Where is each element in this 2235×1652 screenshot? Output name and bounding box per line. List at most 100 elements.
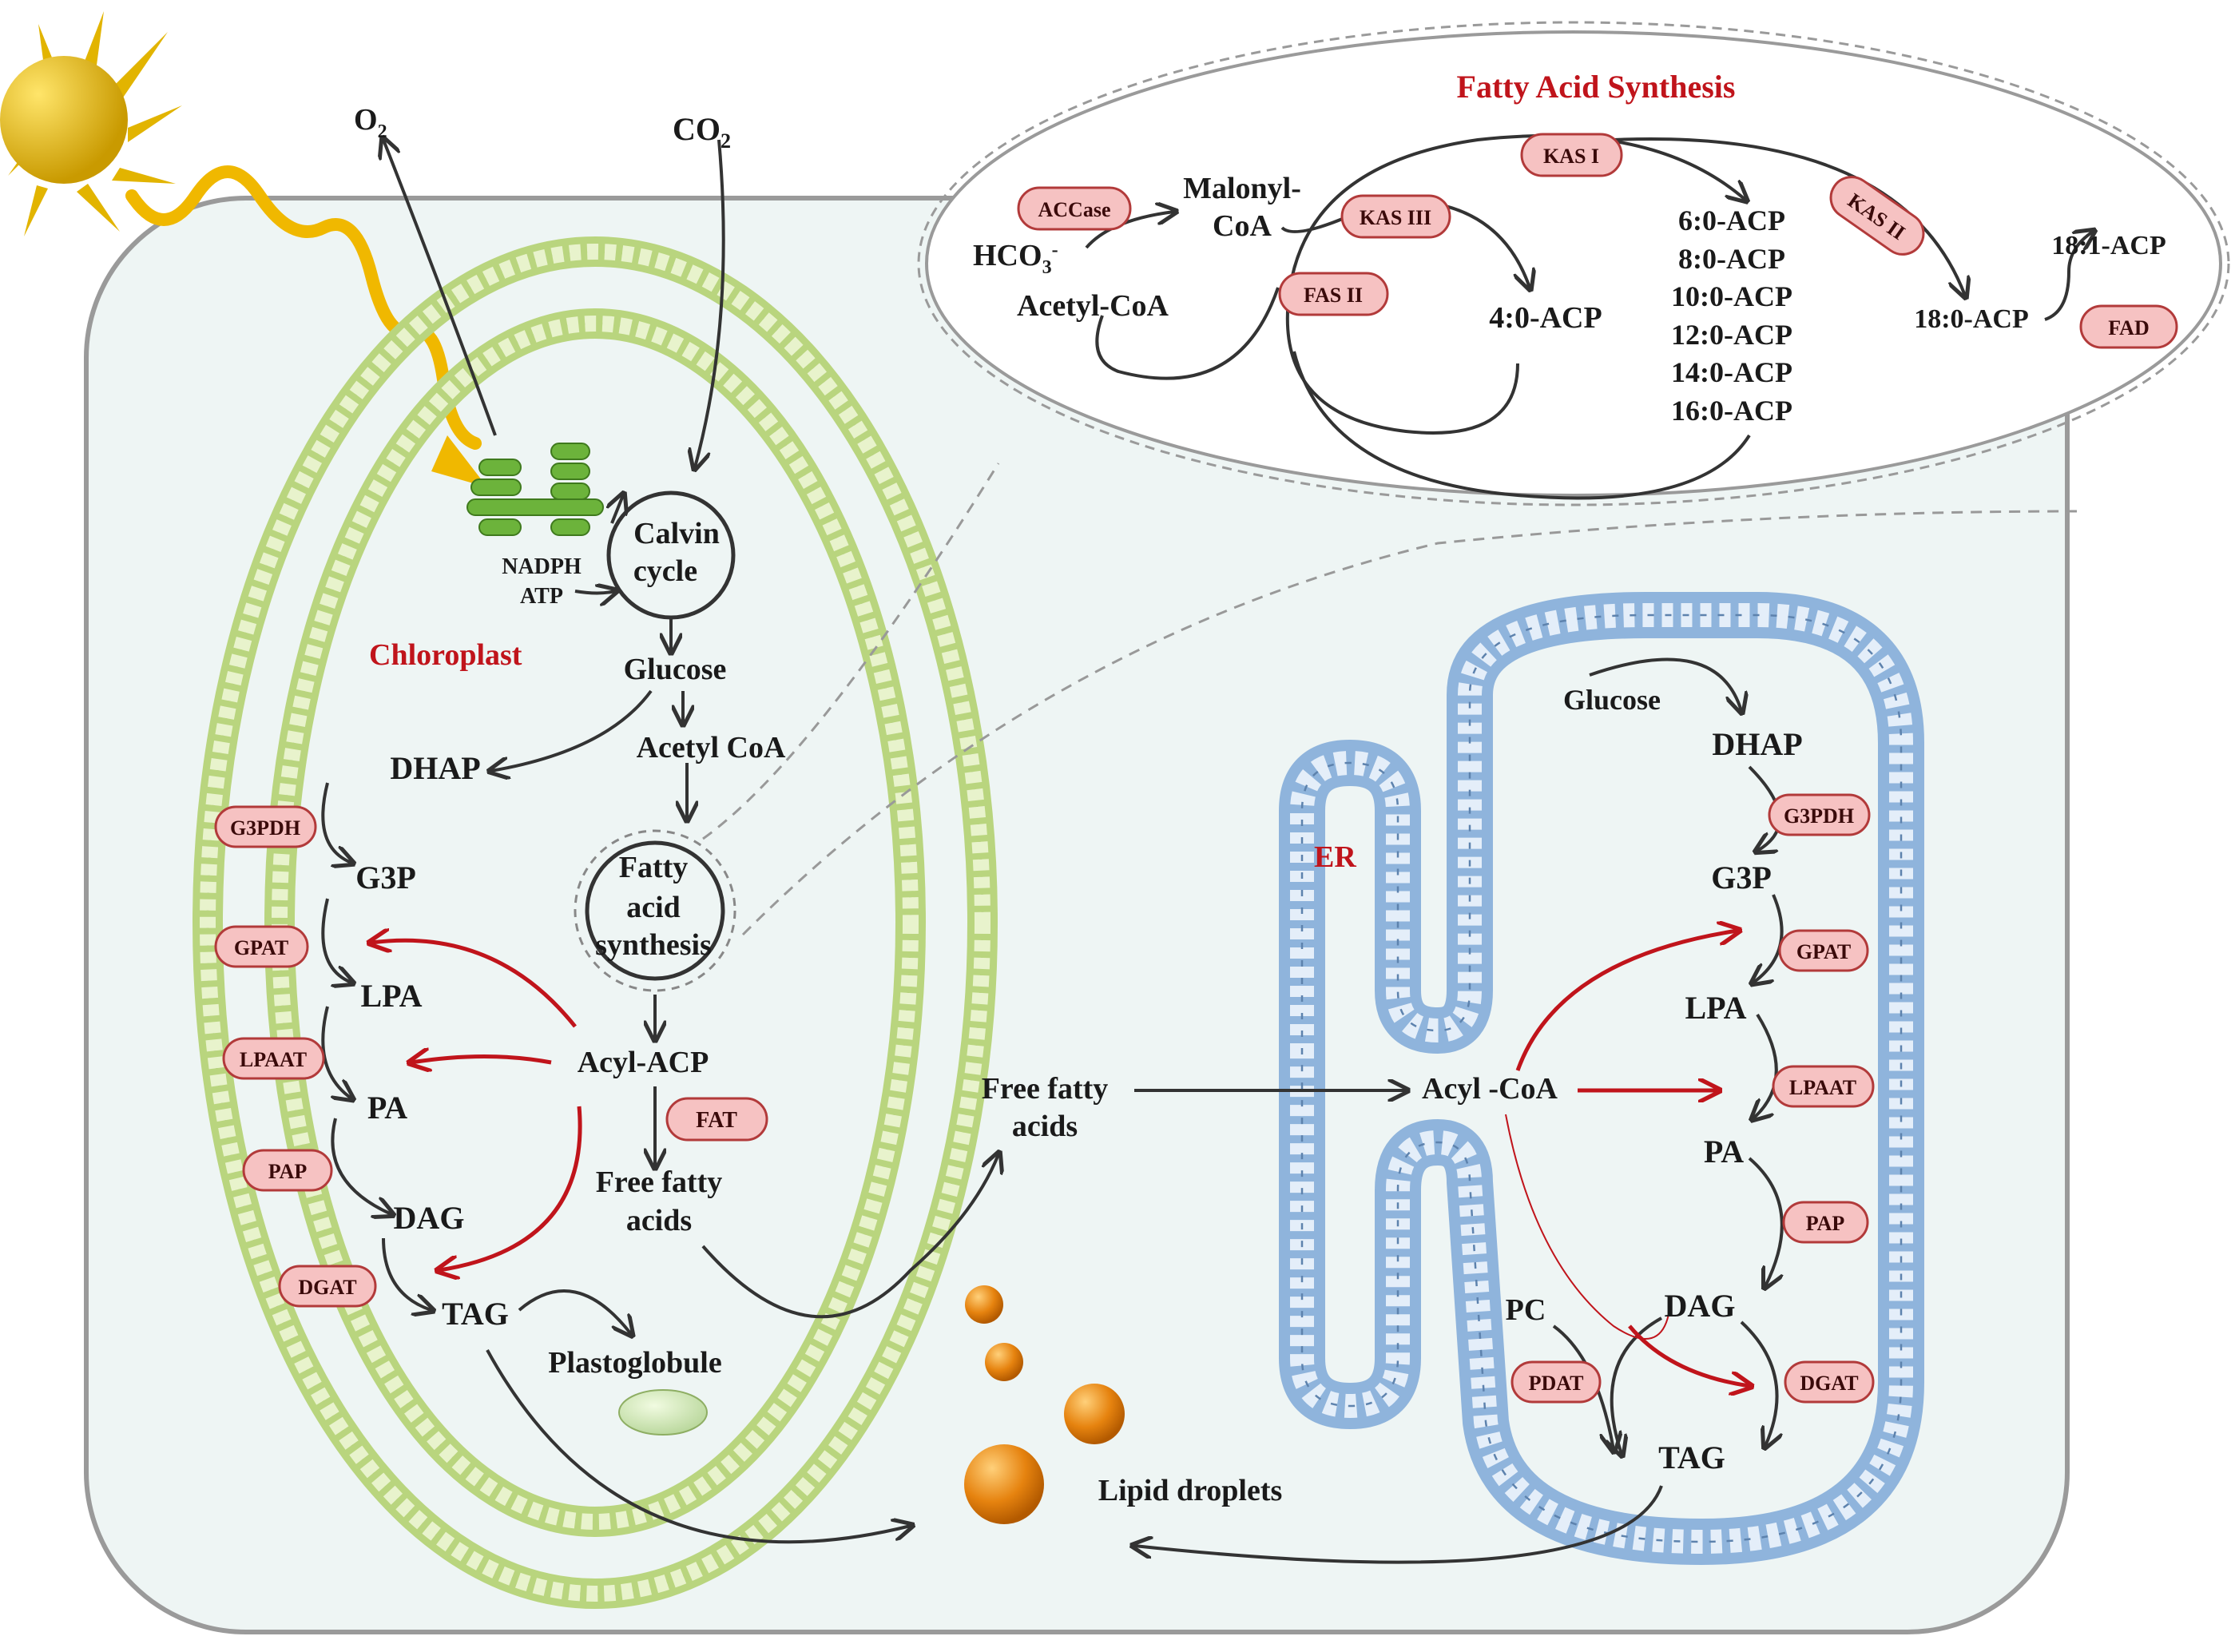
er-membrane bbox=[1279, 592, 1924, 1565]
er-glucose: Glucose bbox=[1563, 684, 1661, 716]
chloroplast-dag: DAG bbox=[394, 1200, 465, 1236]
o2-label: O2 bbox=[354, 103, 387, 142]
enzyme-gpat: GPAT bbox=[214, 925, 309, 968]
acp-chain-item: 12:0-ACP bbox=[1671, 319, 1792, 351]
calvin-label-2: cycle bbox=[633, 554, 697, 588]
svg-text:PAP: PAP bbox=[1806, 1212, 1845, 1235]
acp-chain-item: 14:0-ACP bbox=[1671, 356, 1792, 388]
er-pc: PC bbox=[1506, 1293, 1546, 1327]
chloroplast-acetyl-coa: Acetyl CoA bbox=[637, 731, 786, 764]
thylakoid-icon bbox=[466, 443, 604, 536]
calvin-label-1: Calvin bbox=[633, 517, 720, 550]
nadph-label: NADPH bbox=[502, 554, 582, 579]
chloroplast-free-fa-2: acids bbox=[626, 1204, 692, 1237]
light-arrow-head bbox=[431, 435, 487, 487]
chloroplast-membrane bbox=[193, 236, 998, 1609]
fas-enzyme-fad: FAD bbox=[2079, 304, 2178, 349]
acp-chain-item: 8:0-ACP bbox=[1678, 243, 1785, 275]
er-tag: TAG bbox=[1658, 1440, 1725, 1475]
enzyme-dgat: DGAT bbox=[278, 1265, 377, 1308]
fas-enzyme-kas3: KAS III bbox=[1340, 194, 1451, 239]
fas-label-2: acid bbox=[626, 891, 681, 924]
malonyl-label-2: CoA bbox=[1213, 209, 1272, 243]
fas-circle bbox=[585, 840, 725, 981]
atp-label: ATP bbox=[520, 584, 563, 609]
calvin-cycle-circle bbox=[606, 490, 736, 620]
fas-enzyme-fas2: FAS II bbox=[1278, 272, 1389, 316]
svg-text:PDAT: PDAT bbox=[1529, 1372, 1584, 1395]
acp-chain-list: 6:0-ACP 8:0-ACP 10:0-ACP 12:0-ACP 14:0-A… bbox=[1671, 205, 1792, 427]
c18-acp-label: 18:0-ACP bbox=[1914, 304, 2029, 334]
er-enzyme-lpaat: LPAAT bbox=[1772, 1065, 1875, 1108]
fas-enzyme-kas2: KAS II bbox=[1829, 176, 1925, 256]
er-enzyme-pap: PAP bbox=[1782, 1201, 1869, 1244]
svg-text:LPAAT: LPAAT bbox=[1789, 1076, 1856, 1099]
light-wave bbox=[125, 165, 482, 450]
co2-label: CO2 bbox=[673, 111, 731, 153]
lipid-droplets-label: Lipid droplets bbox=[1098, 1474, 1283, 1507]
chloroplast-dhap: DHAP bbox=[390, 750, 480, 786]
chloroplast-pa: PA bbox=[367, 1090, 407, 1126]
sun-icon bbox=[0, 11, 182, 236]
svg-text:FAS II: FAS II bbox=[1304, 284, 1363, 307]
svg-text:GPAT: GPAT bbox=[234, 936, 288, 959]
er-label: ER bbox=[1314, 840, 1356, 874]
middle-free-fa-1: Free fatty bbox=[982, 1072, 1109, 1106]
fas-label-1: Fatty bbox=[619, 851, 689, 884]
svg-text:G3PDH: G3PDH bbox=[1784, 804, 1854, 828]
enzyme-pap: PAP bbox=[242, 1149, 333, 1192]
svg-text:PAP: PAP bbox=[268, 1160, 308, 1183]
er-pa: PA bbox=[1704, 1134, 1744, 1170]
chloroplast-free-fa-1: Free fatty bbox=[596, 1166, 723, 1199]
svg-text:DGAT: DGAT bbox=[1800, 1372, 1858, 1395]
acp-chain-item: 16:0-ACP bbox=[1671, 395, 1792, 427]
chloroplast-tag: TAG bbox=[442, 1296, 509, 1332]
er-enzyme-pdat: PDAT bbox=[1511, 1360, 1602, 1404]
enzyme-g3pdh: G3PDH bbox=[214, 805, 317, 848]
chloroplast-arrows bbox=[321, 140, 998, 1544]
chloroplast-glucose: Glucose bbox=[624, 653, 727, 686]
acp-chain-item: 10:0-ACP bbox=[1671, 280, 1792, 312]
svg-text:G3PDH: G3PDH bbox=[230, 816, 300, 840]
acp-chain-item: 6:0-ACP bbox=[1678, 205, 1785, 236]
er-lpa: LPA bbox=[1685, 990, 1746, 1026]
er-dhap: DHAP bbox=[1712, 726, 1802, 762]
hco3-label: HCO3- bbox=[973, 239, 1058, 278]
svg-text:LPAAT: LPAAT bbox=[240, 1048, 307, 1071]
c4-acp-label: 4:0-ACP bbox=[1489, 301, 1602, 335]
chloroplast-g3p: G3P bbox=[355, 860, 416, 895]
middle-free-fa-2: acids bbox=[1012, 1110, 1078, 1143]
acyl-coa-label: Acyl -CoA bbox=[1422, 1072, 1558, 1106]
c18-1-acp-label: 18:1-ACP bbox=[2051, 231, 2166, 260]
enzyme-lpaat: LPAAT bbox=[222, 1037, 325, 1080]
malonyl-label-1: Malonyl- bbox=[1183, 172, 1301, 205]
er-enzyme-g3pdh: G3PDH bbox=[1768, 793, 1871, 836]
er-g3p: G3P bbox=[1711, 860, 1772, 895]
svg-text:ACCase: ACCase bbox=[1038, 198, 1111, 221]
er-arrows bbox=[1134, 657, 1784, 1564]
fas-label-3: synthesis bbox=[595, 928, 712, 962]
lipid-droplets-icon bbox=[964, 1285, 1125, 1524]
fas-panel-title: Fatty Acid Synthesis bbox=[1457, 69, 1736, 105]
er-enzyme-gpat: GPAT bbox=[1778, 929, 1869, 972]
zoom-lines bbox=[702, 463, 2078, 936]
fas-enzyme-kas1: KAS I bbox=[1520, 133, 1623, 177]
fas-enzyme-accase: ACCase bbox=[1017, 186, 1132, 231]
svg-text:FAD: FAD bbox=[2108, 316, 2150, 340]
svg-text:KAS I: KAS I bbox=[1543, 145, 1599, 168]
svg-text:GPAT: GPAT bbox=[1796, 940, 1851, 963]
svg-text:FAT: FAT bbox=[696, 1108, 737, 1133]
plastoglobule-icon bbox=[618, 1389, 708, 1436]
svg-text:DGAT: DGAT bbox=[298, 1276, 356, 1299]
acyl-acp-label: Acyl-ACP bbox=[578, 1046, 709, 1079]
chloroplast-label: Chloroplast bbox=[369, 638, 522, 672]
chloroplast-lpa: LPA bbox=[360, 978, 422, 1014]
er-enzyme-dgat: DGAT bbox=[1784, 1360, 1875, 1404]
fas-panel bbox=[925, 30, 2222, 497]
er-dag: DAG bbox=[1665, 1288, 1736, 1324]
fas-acetyl-coa: Acetyl-CoA bbox=[1017, 289, 1169, 323]
svg-text:KAS III: KAS III bbox=[1360, 206, 1431, 229]
enzyme-fat: FAT bbox=[665, 1097, 768, 1142]
plastoglobule-label: Plastoglobule bbox=[548, 1346, 721, 1380]
